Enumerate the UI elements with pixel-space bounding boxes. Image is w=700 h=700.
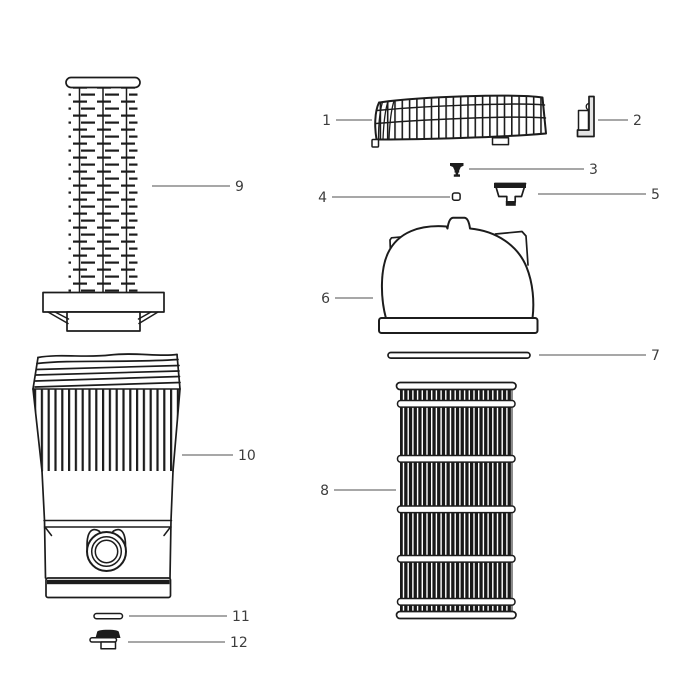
tank-port-outer-ring: [86, 531, 127, 572]
cartridge-pleats: [400, 388, 513, 613]
small-o-ring: [451, 192, 461, 201]
part-11-drain-gasket: [93, 612, 124, 620]
tank-thread-rim: [37, 353, 178, 359]
fitting-tip: [505, 201, 516, 206]
part-6-filter-lid: [378, 216, 539, 334]
tank-fins-edges: [32, 388, 181, 472]
part-4-small-o-ring: [451, 192, 461, 201]
callout-label-3: 3: [589, 162, 598, 178]
part-10-tank-body: [32, 353, 181, 599]
callout-label-9: 9: [235, 179, 244, 195]
callout-label-5: 5: [651, 187, 660, 203]
handle-bottom-tab: [491, 137, 510, 146]
tank-o-ring: [387, 351, 531, 359]
callout-label-8: 8: [320, 483, 329, 499]
standpipe-tube-lines: [78, 86, 128, 294]
callout-label-6: 6: [321, 291, 330, 307]
tank-port-inner-ring: [94, 539, 119, 564]
gasket-ring: [93, 612, 124, 620]
part-8-filter-cartridge: [395, 381, 517, 620]
drain-plug-stem: [100, 641, 117, 650]
tank-thread-lines: [34, 364, 181, 388]
valve-silhouette: [450, 163, 464, 177]
part-9-standpipe: [42, 76, 165, 332]
cartridge-band: [396, 554, 516, 563]
standpipe-base-bevels: [47, 311, 159, 325]
callout-label-10: 10: [238, 448, 256, 464]
callout-label-11: 11: [232, 609, 250, 625]
tank-neck-edges: [32, 353, 181, 390]
cartridge-band: [396, 597, 516, 606]
standpipe-base: [66, 311, 141, 332]
callout-labels: 1 2 3 4 5 6 7 8 9 10 11 12: [230, 113, 660, 651]
callout-label-7: 7: [651, 348, 660, 364]
tank-port-middle-ring: [90, 535, 123, 568]
callout-label-4: 4: [318, 190, 327, 206]
callout-label-12: 12: [230, 635, 248, 651]
cartridge-band: [396, 454, 516, 463]
latch-hook-curve: [585, 102, 590, 111]
cartridge-band: [396, 505, 516, 514]
tank-base-band: [47, 579, 170, 585]
cartridge-top-cap: [395, 381, 517, 391]
handle-end-ribs: [377, 100, 395, 140]
leader-lines: [128, 119, 646, 643]
part-12-drain-plug: [89, 629, 121, 650]
standpipe-cap: [65, 76, 141, 89]
tank-shoulder-lines: [43, 519, 173, 528]
part-1-lid-handle: [371, 94, 547, 148]
part-3-air-relief-valve: [450, 163, 464, 177]
callout-label-2: 2: [633, 113, 642, 129]
tank-corner-bevels: [44, 526, 172, 537]
lid-right-ear: [494, 230, 529, 266]
tank-fins-pattern: [33, 389, 180, 471]
drain-plug-cap: [95, 629, 121, 638]
lid-dome: [380, 216, 535, 320]
cartridge-bottom-cap: [395, 610, 517, 620]
tank-fins: [33, 389, 180, 471]
part-5-valve-fitting: [494, 182, 527, 206]
tank-thread-line: [36, 358, 179, 365]
part-2-latch-bracket: [576, 95, 595, 138]
cartridge-band: [396, 399, 516, 408]
standpipe-flange: [42, 291, 165, 313]
latch-loop: [577, 109, 590, 131]
part-7-tank-o-ring: [387, 351, 531, 359]
lid-flange: [378, 317, 539, 334]
handle-foot-tab: [371, 138, 380, 148]
callout-label-1: 1: [322, 113, 331, 129]
fitting-top-bar: [494, 183, 526, 188]
handle-cross-lines: [375, 103, 547, 125]
